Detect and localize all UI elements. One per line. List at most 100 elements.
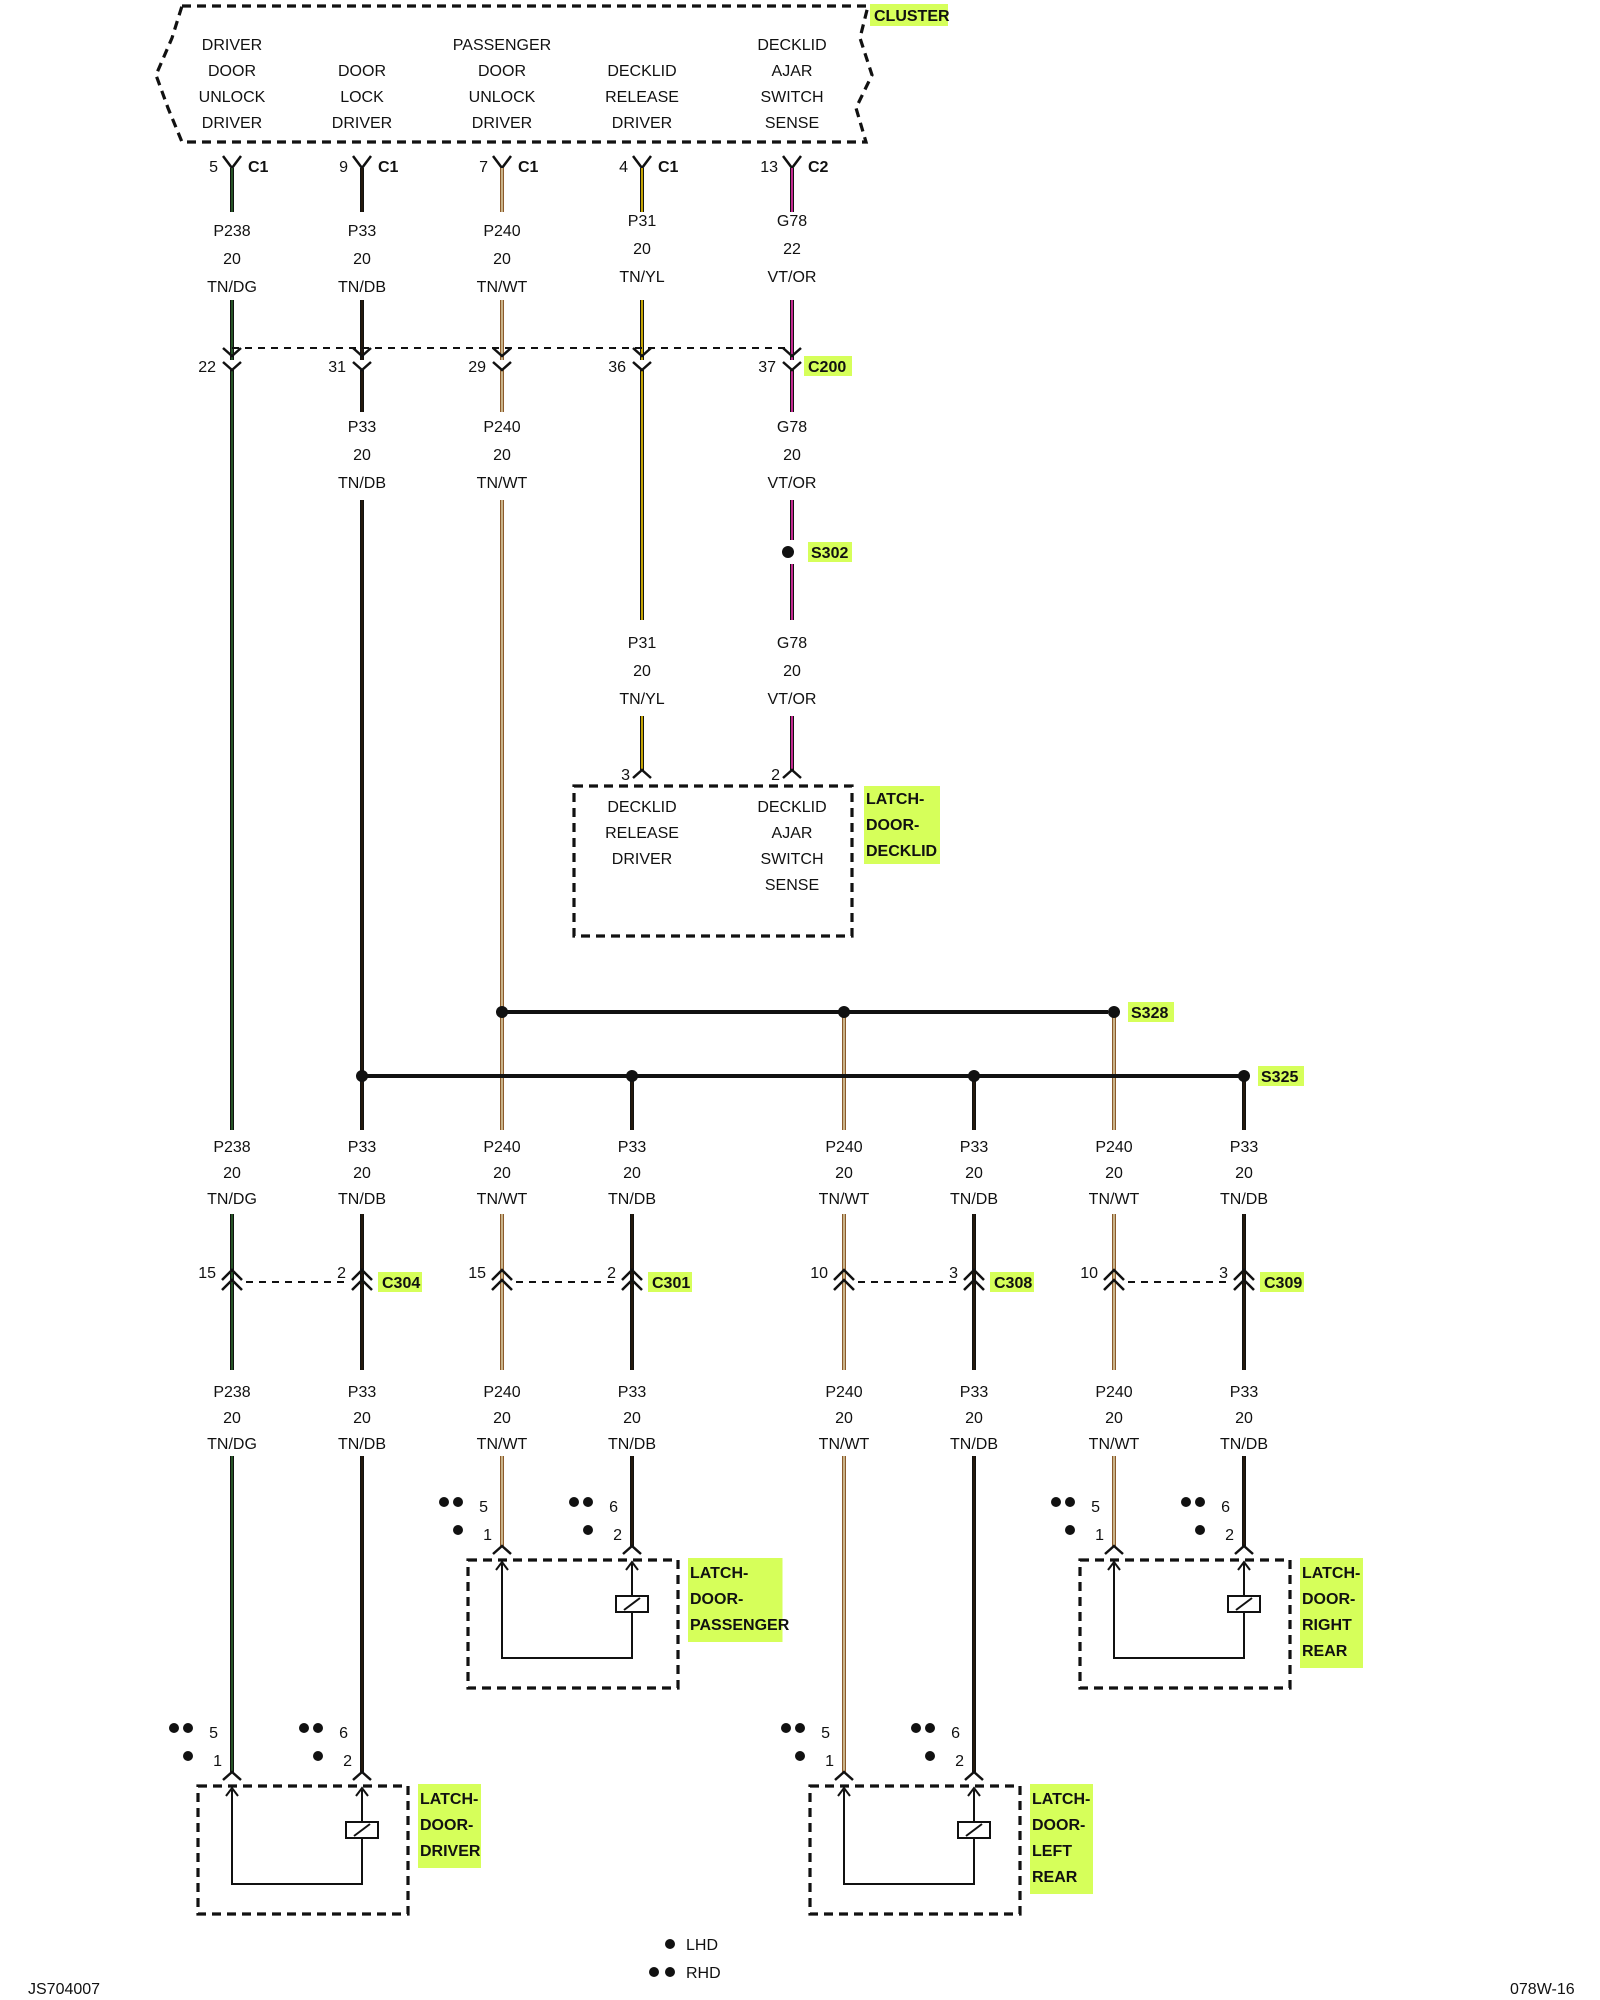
rhd-dot — [439, 1497, 449, 1507]
latch-arrow-a — [495, 1560, 509, 1571]
c200-pin-symbol-2 — [352, 361, 372, 372]
latch-rhd-pin-number: 6 — [339, 1725, 348, 1742]
cluster-function-text: DRIVER — [332, 115, 392, 132]
decklid-latch-box — [572, 784, 854, 938]
latch-pin-symbol — [834, 1770, 854, 1781]
latch-label-bg — [418, 1784, 481, 1868]
cluster-function-text: PASSENGER — [453, 37, 551, 54]
lhd-dot — [795, 1751, 805, 1761]
wire-gauge: 20 — [353, 1165, 371, 1182]
door-connector-pin-number: 3 — [1219, 1265, 1228, 1282]
wire-color-code: VT/OR — [768, 269, 817, 286]
decklid-pin-symbol — [782, 768, 802, 779]
splice-dots — [356, 1006, 1250, 1082]
wire-color-code: TN/DB — [950, 1191, 998, 1208]
rhd-dot — [1195, 1497, 1205, 1507]
door-connector-pin-symbol — [221, 1268, 243, 1281]
door-connector-pin-number: 10 — [1080, 1265, 1098, 1282]
wire-color-code: TN/WT — [477, 1436, 528, 1453]
cluster-connector-id: C2 — [808, 159, 829, 176]
latch-module-name: LATCH- — [1302, 1565, 1360, 1582]
latch-module-name: DOOR- — [690, 1591, 743, 1608]
cluster-connector-id: C1 — [248, 159, 269, 176]
lhd-dot — [1065, 1525, 1075, 1535]
wire-circuit: P33 — [618, 1384, 647, 1401]
latch-pin-number: 2 — [343, 1753, 352, 1770]
splice-dot — [1108, 1006, 1120, 1018]
wire-circuit: P33 — [960, 1384, 989, 1401]
latch-module-name: LATCH- — [690, 1565, 748, 1582]
wire-color-code: TN/DB — [338, 475, 386, 492]
cluster-function-text: LOCK — [340, 89, 384, 106]
wire-color-code: TN/DB — [1220, 1191, 1268, 1208]
latch-module-name: REAR — [1302, 1643, 1348, 1660]
decklid-function-text: DECKLID — [757, 799, 826, 816]
decklid-function-text: DECKLID — [607, 799, 676, 816]
c200-pin-number: 22 — [198, 359, 216, 376]
wire-circuit: P33 — [618, 1139, 647, 1156]
c200-pin-number: 37 — [758, 359, 776, 376]
door-connector-pin-number: 2 — [607, 1265, 616, 1282]
cluster-function-text: AJAR — [772, 63, 813, 80]
cluster-function-text: RELEASE — [605, 89, 679, 106]
door-connector-label-bg — [378, 1272, 422, 1292]
lhd-dot — [583, 1525, 593, 1535]
door-connector-pin-number: 3 — [949, 1265, 958, 1282]
door-connector-pin-symbol-2 — [963, 1278, 985, 1291]
wire-circuit: P240 — [825, 1384, 862, 1401]
cluster-function-text: DOOR — [478, 63, 526, 80]
door-connector-pin-symbol — [351, 1268, 373, 1281]
door-connector-label: C301 — [652, 1275, 690, 1292]
latch-pin-symbol — [1104, 1544, 1124, 1555]
footer-right-code: 078W-16 — [1510, 1981, 1575, 1998]
c200-pin-symbol — [352, 347, 372, 358]
door-connector-pin-symbol-2 — [221, 1278, 243, 1291]
wire-circuit: P33 — [960, 1139, 989, 1156]
cluster-pin-symbol — [632, 155, 652, 171]
door-connector-label-bg — [1260, 1272, 1304, 1292]
wire-gauge: 20 — [835, 1165, 853, 1182]
cluster-function-text: DRIVER — [202, 37, 262, 54]
latch-rhd-pin-number: 5 — [821, 1725, 830, 1742]
latch-module-box — [196, 1784, 410, 1916]
latch-rhd-pin-number: 6 — [1221, 1499, 1230, 1516]
door-connector-pin-symbol — [491, 1268, 513, 1281]
cluster-pin-number: 7 — [479, 159, 488, 176]
rhd-dot — [169, 1723, 179, 1733]
door-connector-label: C304 — [382, 1275, 420, 1292]
latch-actuator-slash — [965, 1823, 983, 1837]
door-connector-pin-symbol — [621, 1268, 643, 1281]
cluster-function-text: DECKLID — [607, 63, 676, 80]
latch-label-bg — [688, 1558, 783, 1642]
cluster-function-text: SWITCH — [760, 89, 823, 106]
wire-color-code: TN/WT — [477, 475, 528, 492]
s302-label-bg — [808, 542, 852, 562]
wire-color-code: TN/DB — [608, 1191, 656, 1208]
wire-color-code: TN/WT — [1089, 1436, 1140, 1453]
door-connector-pin-number: 2 — [337, 1265, 346, 1282]
splice-dot — [496, 1006, 508, 1018]
cluster-function-text: DRIVER — [202, 115, 262, 132]
lhd-dot — [1195, 1525, 1205, 1535]
decklid-pin-symbol — [632, 768, 652, 779]
latch-arrow-b — [625, 1560, 639, 1571]
cluster-connector-id: C1 — [658, 159, 679, 176]
decklid-latch-name: DOOR- — [866, 817, 919, 834]
cluster-function-text: DRIVER — [472, 115, 532, 132]
wire-circuit: P238 — [213, 223, 250, 240]
door-connector-label-bg — [648, 1272, 692, 1292]
latch-module-box — [1078, 1558, 1292, 1690]
rhd-dot — [781, 1723, 791, 1733]
latch-inner-circuit — [231, 1790, 363, 1885]
cluster-connector-id: C1 — [378, 159, 399, 176]
c200-label-bg — [804, 356, 852, 376]
latch-module-name: LATCH- — [1032, 1791, 1090, 1808]
door-connector-pin-symbol — [1233, 1268, 1255, 1281]
latch-module-name: PASSENGER — [690, 1617, 790, 1634]
wire-gauge: 20 — [353, 251, 371, 268]
cluster-pin-number: 9 — [339, 159, 348, 176]
wire-gauge: 20 — [835, 1410, 853, 1427]
latch-rhd-pin-number: 6 — [951, 1725, 960, 1742]
door-connector-label: C309 — [1264, 1275, 1302, 1292]
wire-color-code: TN/DB — [338, 1191, 386, 1208]
